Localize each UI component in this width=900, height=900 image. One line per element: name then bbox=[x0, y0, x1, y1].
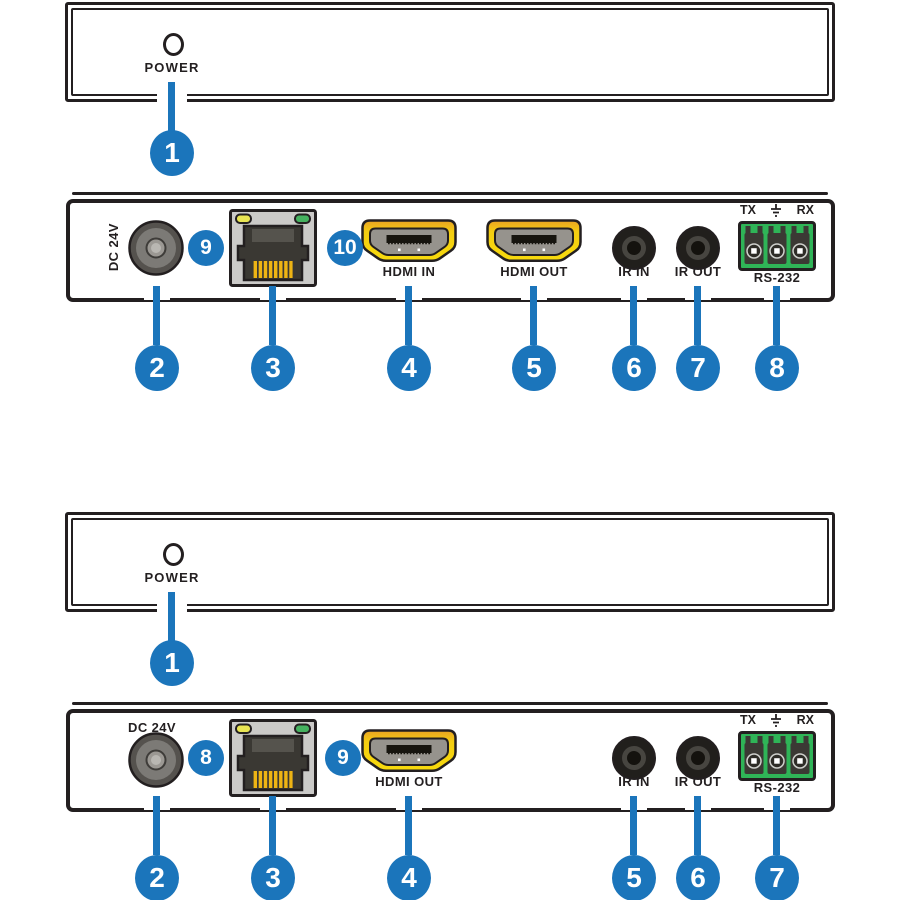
callout-4-rx: 4 bbox=[387, 855, 431, 900]
callout-3-tx: 3 bbox=[251, 345, 295, 391]
rs232-label: RS-232 bbox=[753, 270, 801, 285]
callout-7-tx: 7 bbox=[676, 345, 720, 391]
dc-label: DC 24V bbox=[128, 720, 176, 735]
callout-8-tx: 8 bbox=[755, 345, 799, 391]
power-led bbox=[163, 543, 184, 566]
badge-8: 8 bbox=[188, 740, 224, 776]
callout-line bbox=[530, 286, 537, 345]
hdmi-out-port-icon bbox=[486, 219, 582, 268]
callout-line bbox=[773, 286, 780, 345]
rs232-terminal-icon bbox=[738, 731, 816, 781]
callout-line bbox=[405, 796, 412, 855]
rj45-port-icon bbox=[229, 209, 317, 287]
callout-5-rx: 5 bbox=[612, 855, 656, 900]
rx-label: RX bbox=[796, 203, 814, 217]
rs232-pinout-label: TX RX bbox=[740, 203, 814, 217]
callout-3-rx: 3 bbox=[251, 855, 295, 900]
ir-in-label: IR IN bbox=[618, 774, 650, 789]
tx-label: TX bbox=[740, 713, 756, 727]
rx-front-panel bbox=[65, 512, 835, 612]
badge-9: 9 bbox=[325, 740, 361, 776]
ir-out-label: IR OUT bbox=[674, 774, 722, 789]
hdmi-in-label: HDMI IN bbox=[382, 264, 436, 279]
dc-jack-icon bbox=[127, 219, 185, 277]
badge-9: 9 bbox=[188, 230, 224, 266]
callout-line bbox=[630, 796, 637, 855]
callout-7-rx: 7 bbox=[755, 855, 799, 900]
power-label: POWER bbox=[144, 570, 200, 585]
ground-icon bbox=[770, 203, 782, 217]
callout-1-rx: 1 bbox=[150, 640, 194, 686]
rs232-pinout-label: TX RX bbox=[740, 713, 814, 727]
callout-6-tx: 6 bbox=[612, 345, 656, 391]
hdmi-out-label: HDMI OUT bbox=[500, 264, 568, 279]
rx-rear-top-edge bbox=[72, 702, 828, 705]
callout-line bbox=[153, 286, 160, 345]
rx-label: RX bbox=[796, 713, 814, 727]
rj45-port-icon bbox=[229, 719, 317, 797]
ground-icon bbox=[770, 713, 782, 727]
callout-line bbox=[773, 796, 780, 855]
callout-line bbox=[168, 82, 175, 132]
callout-2-tx: 2 bbox=[135, 345, 179, 391]
callout-line bbox=[269, 286, 276, 345]
hdmi-out-port-icon bbox=[361, 729, 457, 778]
callout-line bbox=[630, 286, 637, 345]
tx-label: TX bbox=[740, 203, 756, 217]
ir-in-label: IR IN bbox=[618, 264, 650, 279]
ir-out-label: IR OUT bbox=[674, 264, 722, 279]
dc-label: DC 24V bbox=[105, 223, 121, 272]
callout-line bbox=[153, 796, 160, 855]
callout-4-tx: 4 bbox=[387, 345, 431, 391]
tx-rear-top-edge bbox=[72, 192, 828, 195]
callout-1-tx: 1 bbox=[150, 130, 194, 176]
callout-6-rx: 6 bbox=[676, 855, 720, 900]
hdmi-in-port-icon bbox=[361, 219, 457, 268]
callout-line bbox=[694, 796, 701, 855]
callout-line bbox=[405, 286, 412, 345]
hdmi-out-label: HDMI OUT bbox=[375, 774, 443, 789]
callout-line bbox=[168, 592, 175, 642]
callout-line bbox=[694, 286, 701, 345]
callout-2-rx: 2 bbox=[135, 855, 179, 900]
dc-jack-icon bbox=[127, 731, 185, 789]
power-label: POWER bbox=[144, 60, 200, 75]
rs232-label: RS-232 bbox=[753, 780, 801, 795]
power-led bbox=[163, 33, 184, 56]
tx-front-panel bbox=[65, 2, 835, 102]
rs232-terminal-icon bbox=[738, 221, 816, 271]
callout-5-tx: 5 bbox=[512, 345, 556, 391]
callout-line bbox=[269, 796, 276, 855]
tx-front-panel-face bbox=[71, 8, 829, 96]
badge-10: 10 bbox=[327, 230, 363, 266]
rx-front-panel-face bbox=[71, 518, 829, 606]
